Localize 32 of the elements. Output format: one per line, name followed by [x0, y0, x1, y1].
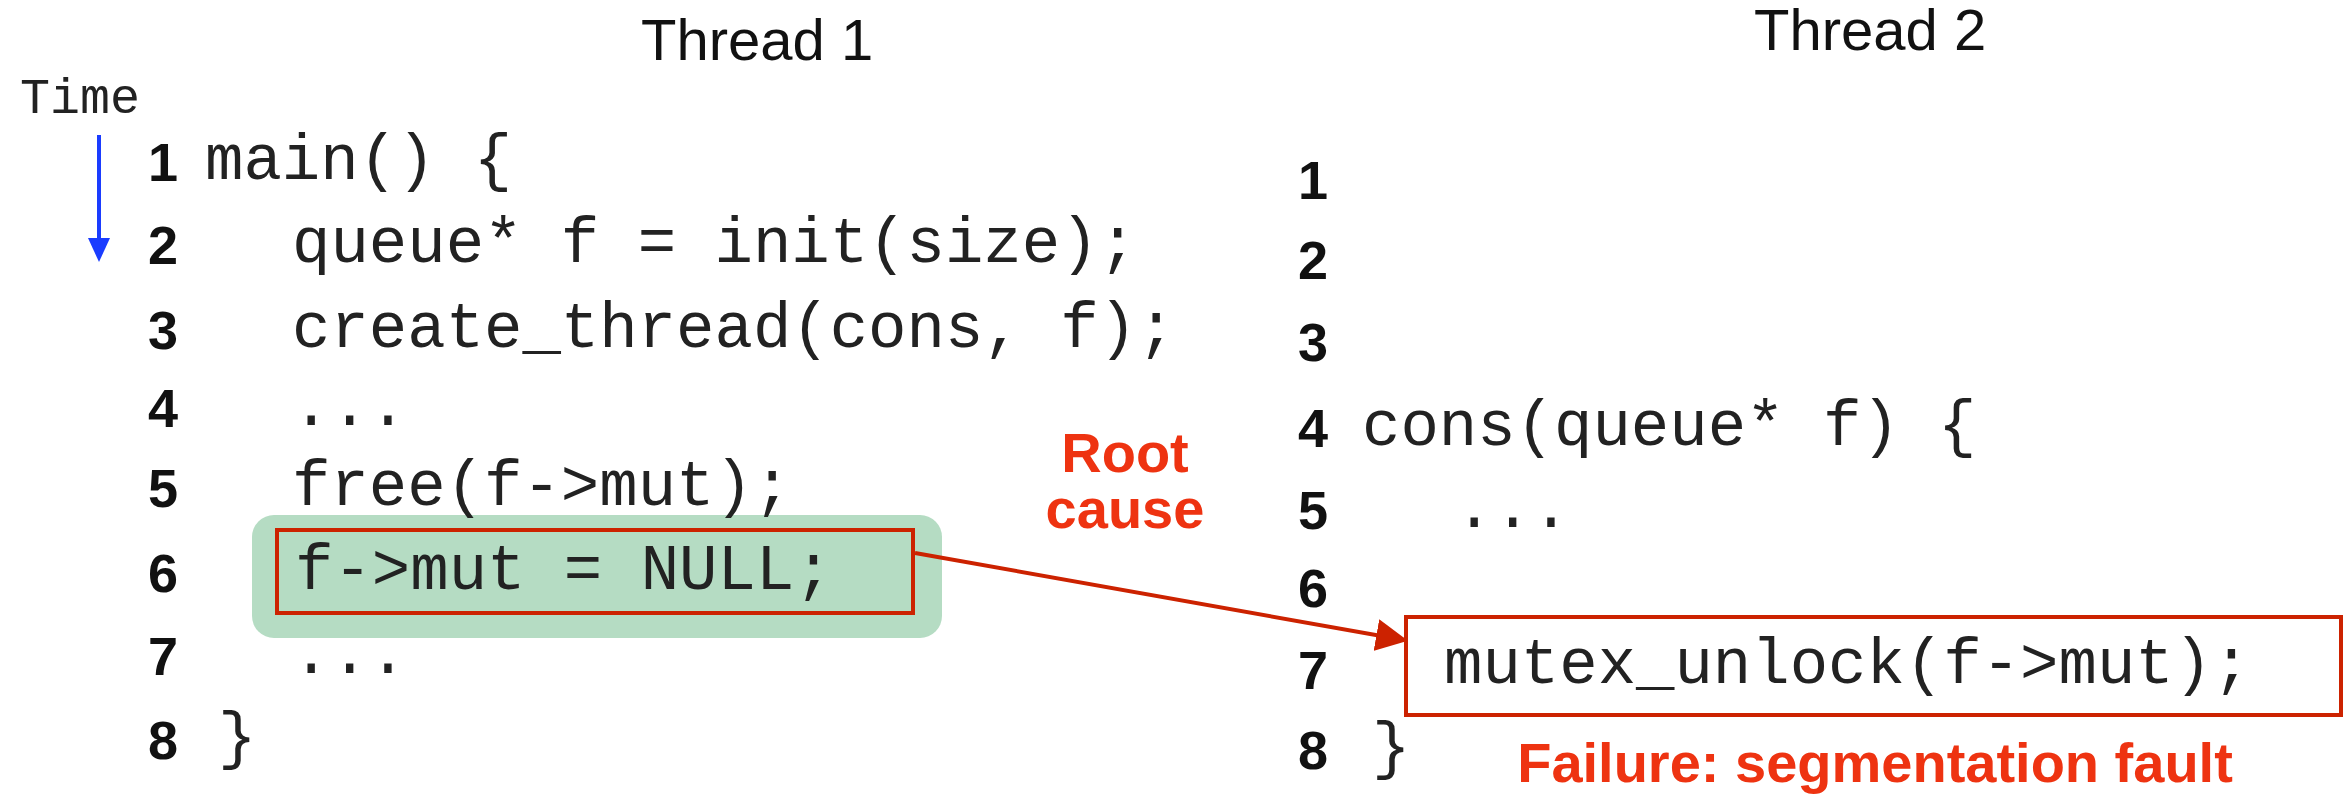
line-number: 4 — [148, 381, 179, 435]
line-number: 3 — [148, 303, 179, 357]
axis-label: Time — [20, 75, 141, 125]
code-line: ... — [1455, 478, 1571, 542]
line-number: 8 — [148, 713, 179, 767]
line-number: 5 — [148, 461, 179, 515]
line-number: 4 — [1298, 401, 1329, 455]
code-line: } — [1372, 718, 1411, 782]
code-line: free(f->mut); — [292, 456, 792, 520]
line-number: 2 — [148, 218, 179, 272]
code-line: queue* f = init(size); — [292, 213, 1137, 277]
code-line: ... — [292, 624, 408, 688]
code-box: mutex_unlock(f->mut); — [1404, 615, 2343, 717]
code-line: ... — [292, 376, 408, 440]
code-box: f->mut = NULL; — [275, 528, 915, 615]
line-number: 1 — [148, 135, 179, 189]
line-number: 8 — [1298, 723, 1329, 777]
code-line: create_thread(cons, f); — [292, 298, 1176, 362]
code-line: main() { — [205, 130, 513, 194]
column-heading: Thread 2 — [1754, 1, 1987, 59]
line-number: 1 — [1298, 153, 1329, 207]
line-number: 6 — [1298, 561, 1329, 615]
code-line: cons(queue* f) { — [1362, 396, 1977, 460]
column-heading: Thread 1 — [641, 11, 874, 69]
line-number: 6 — [148, 546, 179, 600]
line-number: 3 — [1298, 315, 1329, 369]
line-number: 7 — [1298, 643, 1329, 697]
line-number: 2 — [1298, 233, 1329, 287]
line-number: 5 — [1298, 483, 1329, 537]
cause-note: Root cause — [1044, 425, 1206, 537]
line-number: 7 — [148, 629, 179, 683]
code-line: } — [218, 708, 257, 772]
